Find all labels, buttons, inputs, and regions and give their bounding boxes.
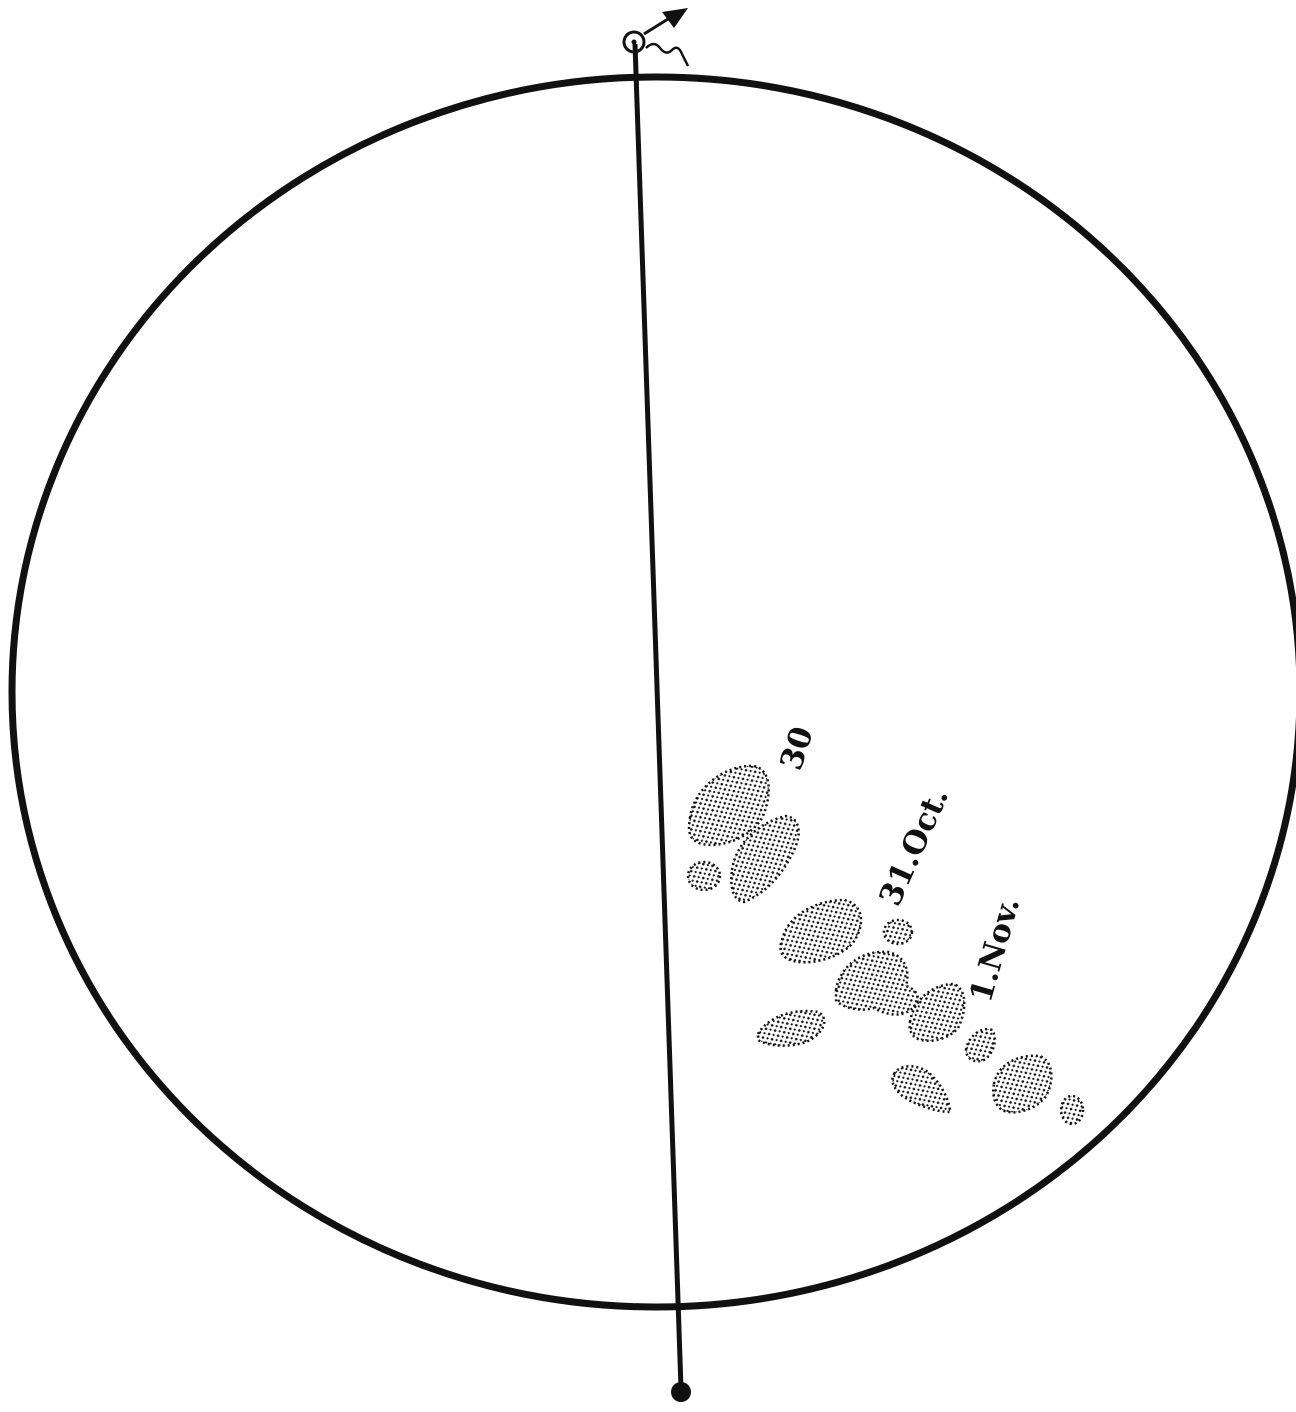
sunspot-group-30 xyxy=(688,766,799,902)
solar-disk-outline xyxy=(12,77,1296,1307)
sunspot-group-31-oct xyxy=(758,900,918,1046)
label-1-nov: 1.Nov. xyxy=(963,893,1027,1006)
rotation-axis-line xyxy=(635,44,681,1388)
label-30: 30 xyxy=(773,722,821,774)
sunspot-group-1-nov xyxy=(892,984,1083,1124)
filled-dot-icon xyxy=(671,1382,691,1402)
label-31-oct: 31.Oct. xyxy=(872,782,956,911)
